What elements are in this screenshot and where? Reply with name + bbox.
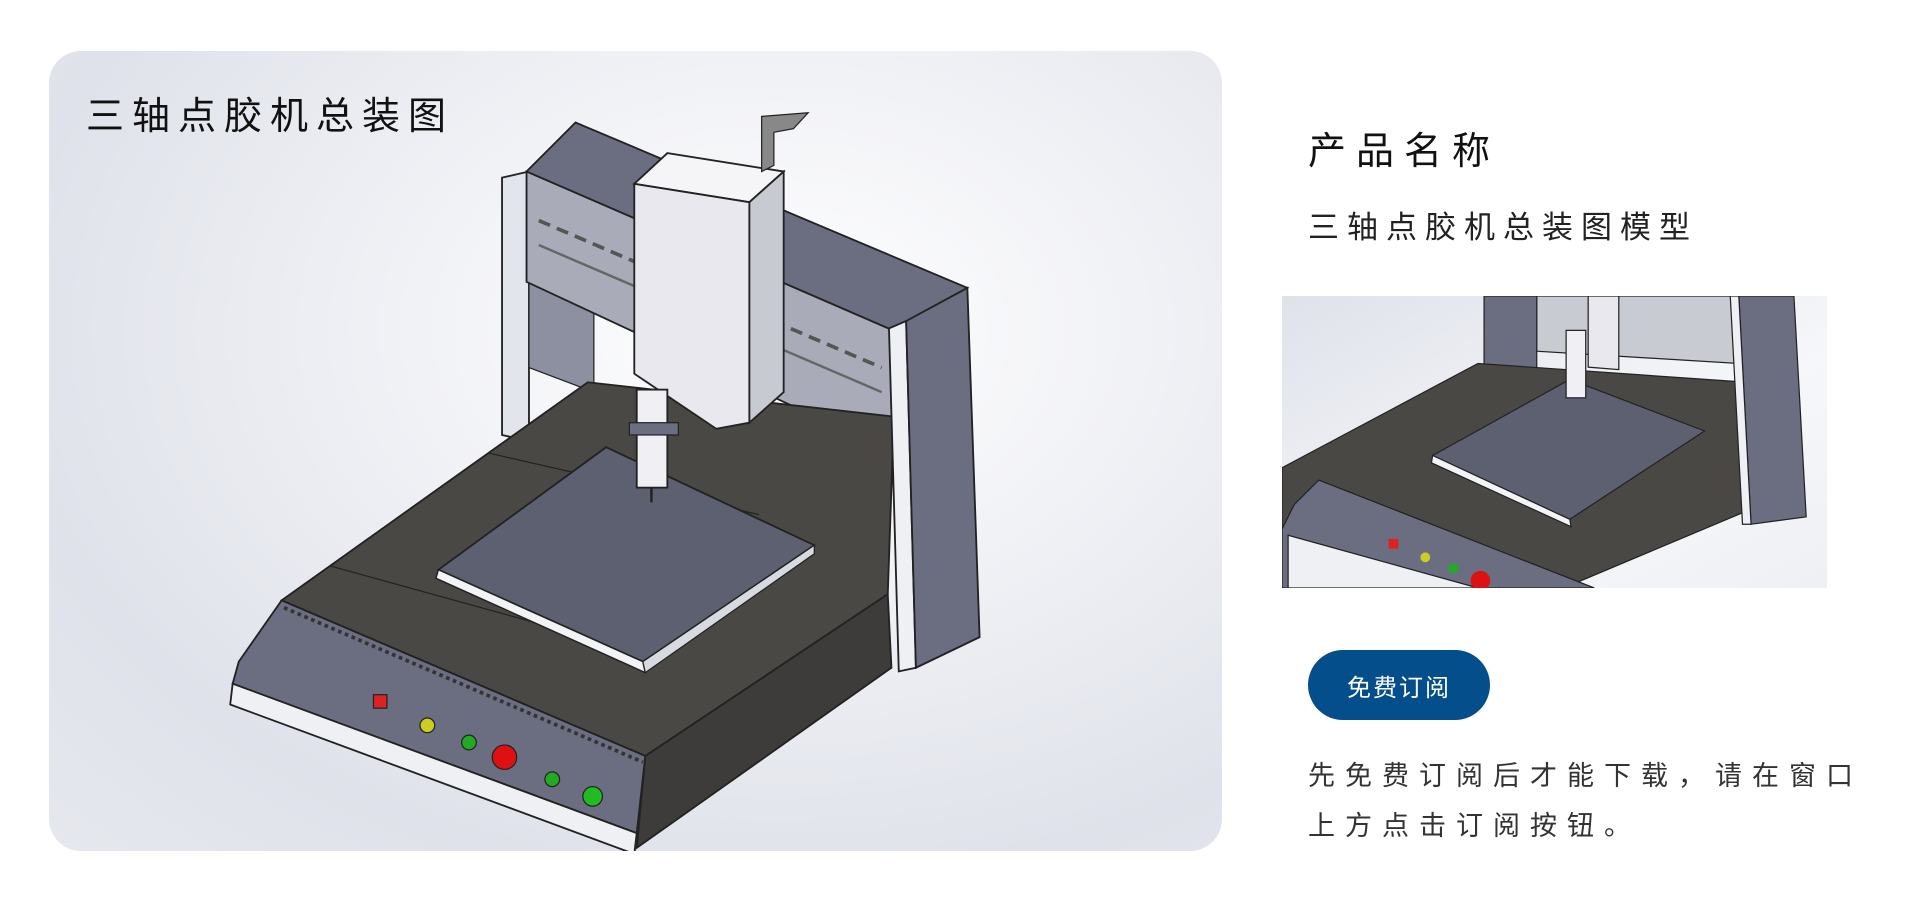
viewer-title: 三轴点胶机总装图: [86, 94, 455, 138]
subscribe-button[interactable]: 免费订阅: [1308, 650, 1490, 720]
model-viewer-card[interactable]: 三轴点胶机总装图: [49, 51, 1222, 851]
product-heading: 产品名称: [1308, 129, 1501, 173]
product-name: 三轴点胶机总装图模型: [1308, 210, 1698, 246]
download-note-line1: 先免费订阅后才能下载，请在窗口: [1308, 761, 1863, 792]
download-note: 先免费订阅后才能下载，请在窗口 上方点击订阅按钮。: [1308, 752, 1868, 852]
download-note-line2: 上方点击订阅按钮。: [1308, 811, 1641, 842]
product-thumbnail: [1282, 296, 1827, 588]
machine-illustration: [229, 111, 981, 851]
